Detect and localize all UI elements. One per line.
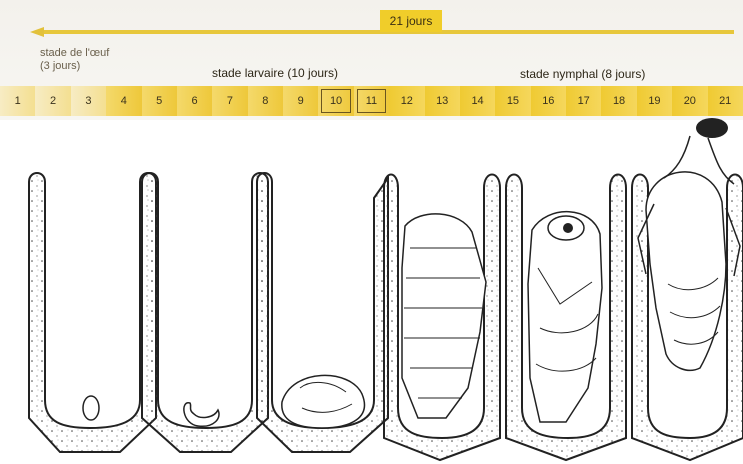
pupal-stage-label: stade nymphal (8 jours) xyxy=(520,67,645,81)
egg xyxy=(83,396,99,420)
day-16: 16 xyxy=(531,86,566,116)
egg-stage-label: stade de l'œuf (3 jours) xyxy=(40,47,140,73)
prepupa xyxy=(402,214,486,418)
young-larva xyxy=(184,403,219,427)
day-17: 17 xyxy=(566,86,601,116)
day-21: 21 xyxy=(708,86,743,116)
day-3: 3 xyxy=(71,86,106,116)
day-strip: 1 2 3 4 5 6 7 8 9 10 11 12 13 14 15 16 1… xyxy=(0,86,743,116)
day-9: 9 xyxy=(283,86,318,116)
emerging-bee xyxy=(646,172,726,370)
day-1: 1 xyxy=(0,86,35,116)
older-larva xyxy=(282,375,365,428)
total-duration-label: 21 jours xyxy=(380,10,442,32)
larval-stage-label: stade larvaire (10 jours) xyxy=(212,66,338,80)
day-5: 5 xyxy=(142,86,177,116)
day-10: 10 xyxy=(318,86,353,116)
day-20: 20 xyxy=(672,86,707,116)
day-15: 15 xyxy=(495,86,530,116)
day-12: 12 xyxy=(389,86,424,116)
day-4: 4 xyxy=(106,86,141,116)
day-18: 18 xyxy=(601,86,636,116)
brood-cells-drawing xyxy=(0,118,743,464)
day-6: 6 xyxy=(177,86,212,116)
day-13: 13 xyxy=(425,86,460,116)
day-14: 14 xyxy=(460,86,495,116)
day-2: 2 xyxy=(35,86,70,116)
day-19: 19 xyxy=(637,86,672,116)
cell-2-wall xyxy=(142,173,268,452)
day-7: 7 xyxy=(212,86,247,116)
day-8: 8 xyxy=(248,86,283,116)
day-11: 11 xyxy=(354,86,389,116)
pupa xyxy=(528,212,602,422)
